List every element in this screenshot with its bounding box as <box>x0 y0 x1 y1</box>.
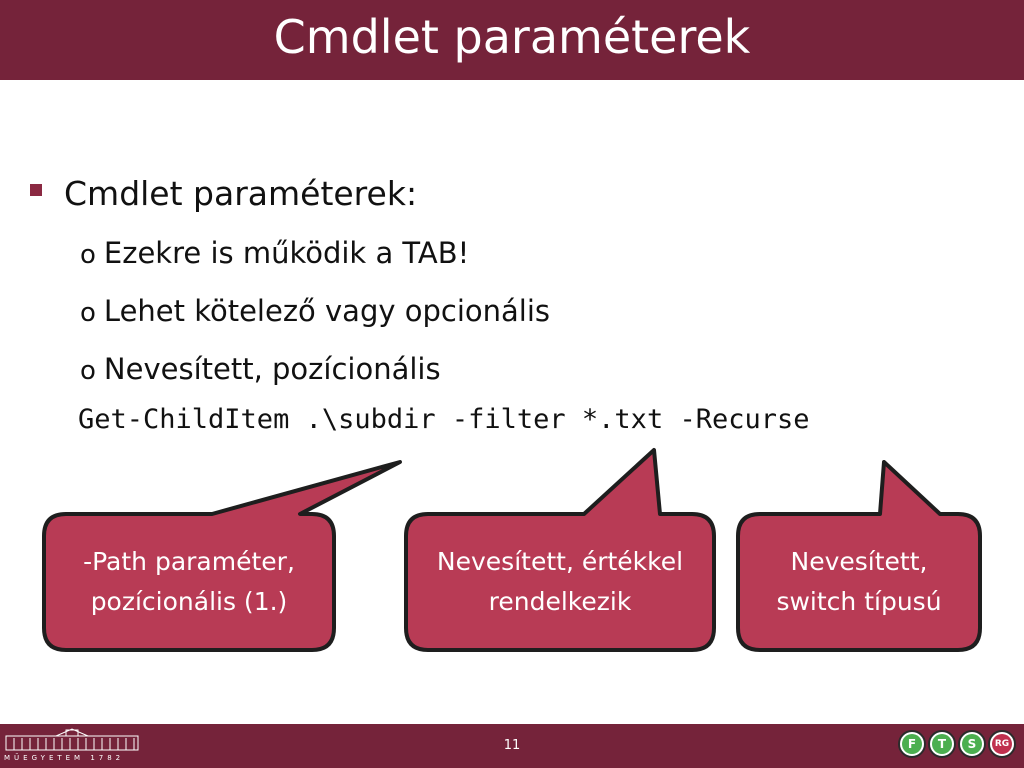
square-bullet-icon <box>30 183 42 196</box>
sub-bullet-3: o Nevesített, pozícionális <box>80 352 441 386</box>
sub-bullet-text: Nevesített, pozícionális <box>103 352 441 386</box>
logo-s-icon: S <box>958 730 986 758</box>
logo-t-icon: T <box>928 730 956 758</box>
callout-line: Nevesített, <box>790 547 928 576</box>
university-logo-text: MŰEGYETEM 1782 <box>4 754 125 762</box>
title-bar: Cmdlet paraméterek <box>0 0 1024 80</box>
callout-1-text: -Path paraméter, pozícionális (1.) <box>44 516 334 648</box>
callout-2-shape <box>404 448 716 652</box>
callout-3-text: Nevesített, switch típusú <box>738 516 980 648</box>
sub-bullet-2: o Lehet kötelező vagy opcionális <box>80 294 550 328</box>
bullet-main-text: Cmdlet paraméterek: <box>64 174 418 213</box>
bullet-main: Cmdlet paraméterek: <box>30 174 417 213</box>
code-example: Get-ChildItem .\subdir -filter *.txt -Re… <box>78 404 810 435</box>
callout-line: switch típusú <box>776 587 942 616</box>
page-number: 11 <box>503 738 521 753</box>
callout-line: -Path paraméter, <box>83 547 295 576</box>
sub-bullet-1: o Ezekre is működik a TAB! <box>80 236 469 270</box>
logo-f-icon: F <box>898 730 926 758</box>
sub-bullet-text: Ezekre is működik a TAB! <box>103 236 470 270</box>
callout-line: pozícionális (1.) <box>90 587 288 616</box>
department-logo: F T S RG <box>898 730 1016 758</box>
footer-bar: MŰEGYETEM 1782 11 F T S RG <box>0 724 1024 768</box>
callout-1-shape <box>42 460 402 652</box>
circle-bullet-icon: o <box>80 240 96 270</box>
callout-3-shape <box>736 460 982 652</box>
circle-bullet-icon: o <box>80 298 96 328</box>
university-building-icon <box>5 728 139 751</box>
callout-line: rendelkezik <box>488 587 632 616</box>
slide-title: Cmdlet paraméterek <box>273 10 751 64</box>
circle-bullet-icon: o <box>80 356 96 386</box>
sub-bullet-text: Lehet kötelező vagy opcionális <box>103 294 551 328</box>
callout-2-text: Nevesített, értékkel rendelkezik <box>406 516 714 648</box>
logo-rg-icon: RG <box>988 730 1016 758</box>
callout-line: Nevesített, értékkel <box>436 547 684 576</box>
